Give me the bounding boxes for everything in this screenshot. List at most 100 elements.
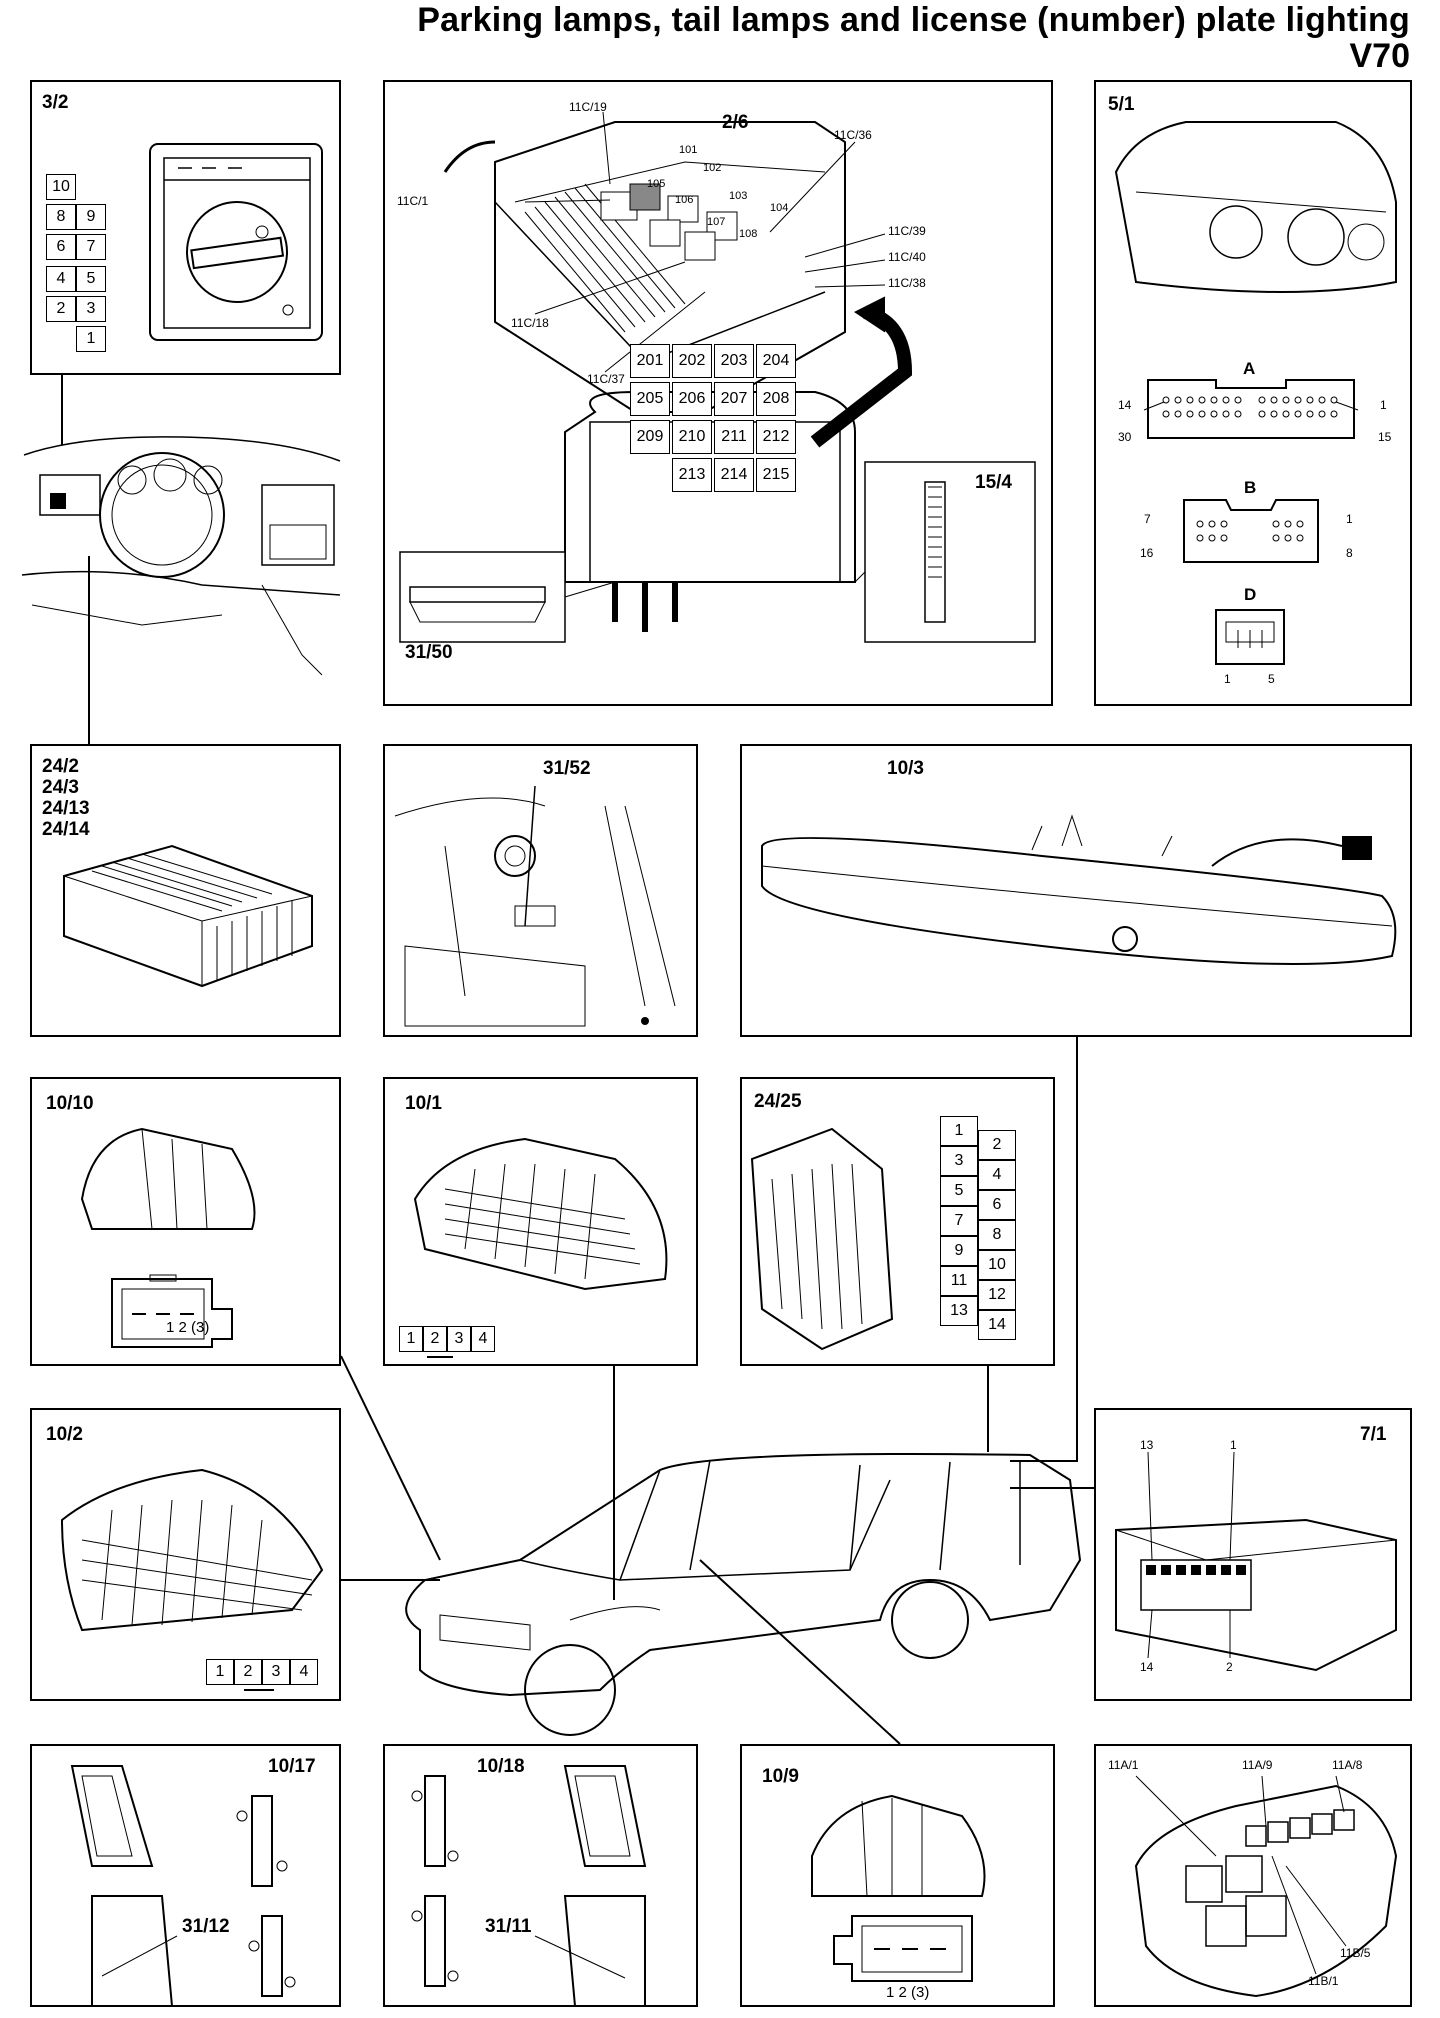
panel-label: 10/1 (405, 1093, 442, 1114)
pin-label: 1 2 (3) (166, 1319, 210, 1336)
callout-label: 11C/40 (888, 250, 926, 264)
connector-b-label: B (1244, 478, 1257, 497)
pin-cell: 4 (471, 1326, 495, 1352)
relay-slot: 207 (714, 382, 754, 416)
pin-label: 2 (1226, 1660, 1233, 1674)
relay-slot: 210 (672, 420, 712, 454)
panel-label: 10/9 (762, 1766, 799, 1787)
pin-cell: 1 (206, 1659, 234, 1685)
callout-label: 11B/5 (1340, 1946, 1371, 1960)
panel-label: 10/2 (46, 1424, 83, 1445)
relay-number: 105 (647, 178, 666, 190)
relay-slot: 201 (630, 344, 670, 378)
callout-label: 31/12 (182, 1916, 230, 1937)
pin-cell: 8 (46, 204, 76, 230)
pin-cell: 3 (76, 296, 106, 322)
pin-cell: 6 (46, 234, 76, 260)
instrument-cluster-drawing (1114, 121, 1397, 665)
connector-a-label: A (1243, 359, 1256, 378)
tailgate-handle-drawing (761, 814, 1397, 965)
connector-line (1010, 1460, 1078, 1462)
pin-cell: 1 (76, 326, 106, 352)
panel-31-52: 31/52 (383, 744, 698, 1037)
connector-line (88, 556, 90, 744)
panel-7-1: 7/1 13 1 14 2 (1094, 1408, 1412, 1701)
pin-label: 1 (1230, 1438, 1237, 1452)
callout-label: 31/11 (485, 1916, 532, 1937)
callout-label: 11C/18 (511, 316, 549, 330)
headlamp-drawing (60, 1468, 324, 1632)
pin-cell: 2 (423, 1326, 447, 1352)
underline (427, 1356, 453, 1358)
pin-label: 14 (1118, 398, 1132, 412)
pin-cell: 3 (447, 1326, 471, 1352)
relay-slot: 212 (756, 420, 796, 454)
relay-slot: 206 (672, 382, 712, 416)
pin-cell: 8 (978, 1220, 1016, 1250)
pin-cell: 6 (978, 1190, 1016, 1220)
pin-cell: 13 (940, 1296, 978, 1326)
relay-slot: 205 (630, 382, 670, 416)
panel-24-25: 24/25 1 2 3 4 5 6 7 8 9 10 11 12 13 14 (740, 1077, 1055, 1366)
pin-label: 1 (1380, 398, 1387, 412)
connector-line (1076, 1037, 1078, 1462)
relay-slot: 208 (756, 382, 796, 416)
relay-number: 102 (703, 162, 722, 174)
panel-label: 7/1 (1360, 1424, 1387, 1445)
panel-10-10: 10/10 1 2 (3) (30, 1077, 341, 1366)
connector-block-drawing (750, 1127, 894, 1351)
panel-label: 24/3 (42, 777, 79, 798)
pin-cell: 9 (940, 1236, 978, 1266)
pin-cell: 11 (940, 1266, 978, 1296)
model-label: V70 (1349, 37, 1411, 75)
light-switch-drawing (149, 143, 323, 341)
callout-label: 11A/1 (1108, 1758, 1139, 1772)
pin-label: 8 (1346, 546, 1353, 560)
pin-cell: 7 (940, 1206, 978, 1236)
connector-line (61, 375, 63, 445)
sub-label: 15/4 (975, 472, 1012, 493)
pin-cell: 4 (290, 1659, 318, 1685)
dashboard-drawing (21, 436, 341, 676)
pin-cell: 9 (76, 204, 106, 230)
pin-label: 1 2 (3) (886, 1984, 930, 2001)
relay-box-drawing (1134, 1775, 1398, 1998)
module-7-1-drawing (1115, 1451, 1397, 1672)
panel-11a: 11A/1 11A/9 11A/8 11B/5 11B/1 (1094, 1744, 1412, 2007)
fusebox-drawing (399, 111, 1036, 643)
relay-slot: 203 (714, 344, 754, 378)
relay-number: 104 (770, 202, 789, 214)
panel-10-3: 10/3 (740, 744, 1412, 1037)
pin-label: 16 (1140, 546, 1154, 560)
relay-number: 107 (707, 216, 726, 228)
pin-cell: 10 (978, 1250, 1016, 1280)
relay-slot: 202 (672, 344, 712, 378)
pin-label: 5 (1268, 672, 1275, 686)
pin-cell: 7 (76, 234, 106, 260)
panel-label: 3/2 (42, 92, 69, 113)
pin-cell: 1 (940, 1116, 978, 1146)
panel-label: 10/3 (887, 758, 924, 779)
callout-label: 11B/1 (1308, 1974, 1339, 1988)
relay-slot: 209 (630, 420, 670, 454)
pin-cell: 14 (978, 1310, 1016, 1340)
pin-cell: 3 (262, 1659, 290, 1685)
panel-3-2: 3/2 10 8 9 6 7 4 5 2 3 1 (30, 80, 341, 375)
side-lamp-right-drawing (811, 1794, 986, 1982)
license-lamp-left-drawing (70, 1765, 296, 2007)
relay-number: 108 (739, 228, 758, 240)
callout-label: 11A/9 (1242, 1758, 1273, 1772)
panel-10-9: 10/9 1 2 (3) (740, 1744, 1055, 2007)
pin-cell: 4 (46, 266, 76, 292)
pin-cell: 12 (978, 1280, 1016, 1310)
callout-label: 11C/1 (397, 194, 429, 208)
relay-slot: 213 (672, 458, 712, 492)
panel-10-2: 10/2 1 2 3 4 (30, 1408, 341, 1701)
pin-cell: 2 (978, 1130, 1016, 1160)
pin-label: 13 (1140, 1438, 1154, 1452)
relay-slot: 211 (714, 420, 754, 454)
pin-label: 1 (1224, 672, 1231, 686)
pin-cell: 4 (978, 1160, 1016, 1190)
relay-number: 101 (679, 144, 698, 156)
